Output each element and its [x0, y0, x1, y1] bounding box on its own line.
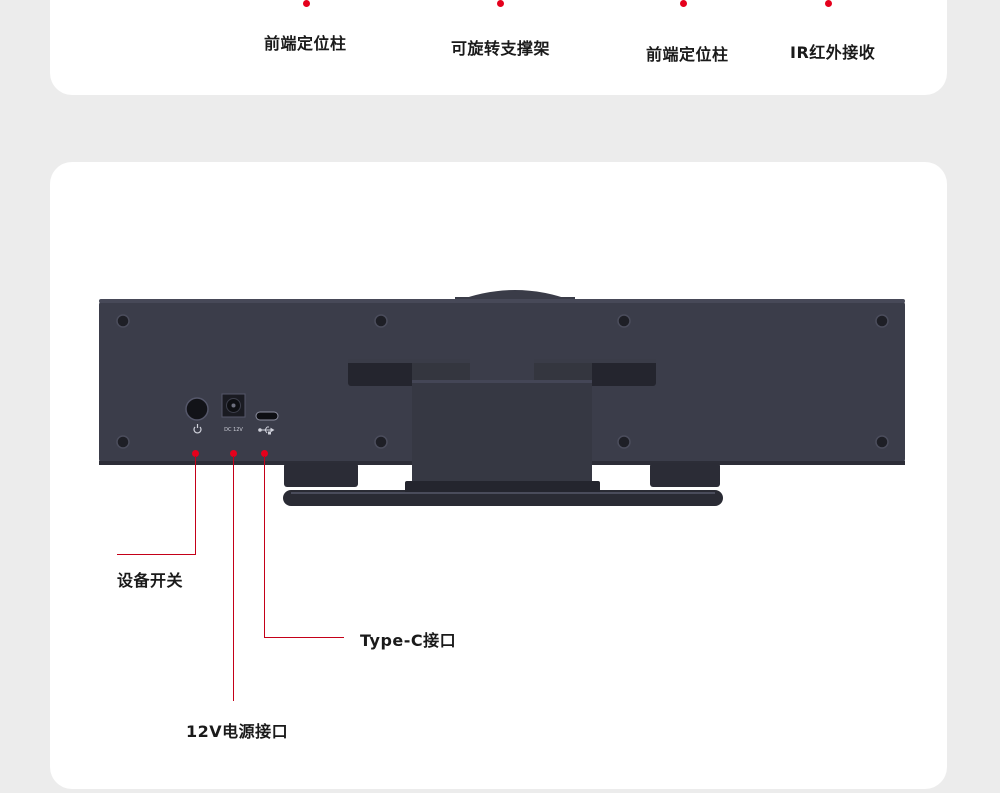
power-switch-leader-horizontal	[117, 554, 196, 555]
callout-dc-power: 12V电源接口	[186, 722, 289, 741]
type-c-marker	[261, 450, 268, 457]
top-feature-card	[50, 0, 947, 95]
label-ir-receiver: IR红外接收	[790, 43, 876, 62]
power-switch-leader-vertical	[195, 456, 196, 555]
label-dot-1	[303, 0, 310, 7]
dc-port-leader-vertical	[233, 456, 234, 701]
label-front-positioning-post-1: 前端定位柱	[264, 34, 347, 53]
dc-port-label: DC 12V	[224, 427, 243, 433]
device-illustration: DC 12V	[99, 290, 905, 506]
device-rear-view: DC 12V	[95, 285, 910, 515]
type-c-leader-vertical	[264, 456, 265, 638]
callout-power-switch: 设备开关	[117, 571, 184, 590]
type-c-leader-horizontal	[264, 637, 344, 638]
power-switch-marker	[192, 450, 199, 457]
label-dot-3	[680, 0, 687, 7]
label-dot-2	[497, 0, 504, 7]
label-front-positioning-post-2: 前端定位柱	[646, 45, 729, 64]
dc-port-marker	[230, 450, 237, 457]
callout-type-c: Type-C接口	[360, 631, 457, 650]
label-rotatable-stand: 可旋转支撑架	[451, 39, 551, 58]
label-dot-4	[825, 0, 832, 7]
